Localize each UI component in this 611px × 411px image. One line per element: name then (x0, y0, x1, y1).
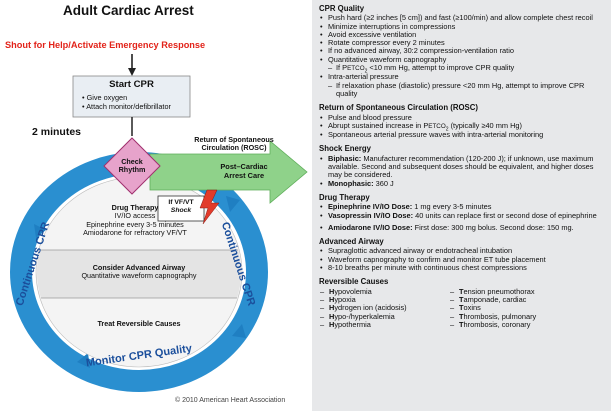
list-item: Hydrogen ion (acidosis) (319, 304, 449, 313)
list-item: Minimize interruptions in compressions (319, 22, 605, 31)
start-cpr-item: • Give oxygen (82, 93, 128, 102)
drug-therapy-line: Epinephrine every 3-5 minutes (86, 219, 184, 229)
arterial-list: Intra-arterial pressure (319, 73, 605, 82)
start-cpr-title: Start CPR (109, 79, 154, 90)
two-minutes-label: 2 minutes (32, 126, 82, 138)
shock-box (157, 195, 205, 222)
ring-arrow-bottom (77, 353, 90, 368)
list-item: Amiodarone IV/IO Dose: First dose: 300 m… (319, 223, 605, 232)
lightning-bolt-icon (199, 189, 220, 225)
drug-therapy-list: Epinephrine IV/IO Dose: 1 mg every 3-5 m… (319, 203, 605, 233)
cpr-quality-title: CPR Quality (319, 4, 365, 13)
treat-reversible-causes: Treat Reversible Causes (97, 319, 181, 328)
list-item: Hypoxia (319, 295, 449, 304)
rosc-list: Pulse and blood pressure Abrupt sustaine… (319, 113, 605, 140)
list-item: Hypothermia (319, 320, 449, 329)
list-item: Thrombosis, pulmonary (449, 312, 536, 321)
shout-for-help-label: Shout for Help/Activate Emergency Respon… (5, 40, 206, 50)
list-item: Spontaneous arterial pressure waves with… (319, 130, 605, 139)
list-item: 8-10 breaths per minute with continuous … (319, 263, 605, 272)
list-item: Tamponade, cardiac (449, 295, 536, 304)
diagram-graphics (10, 54, 308, 392)
drug-therapy-panel-title: Drug Therapy (319, 192, 370, 202)
list-item: Pulse and blood pressure (319, 113, 605, 122)
start-cpr-items: • Give oxygen • Attach monitor/defibrill… (82, 93, 171, 111)
advanced-airway-line: Quantitative waveform capnography (81, 271, 197, 281)
diagram-title: Adult Cardiac Arrest (63, 3, 194, 18)
reversible-causes-h-list: Hypovolemia Hypoxia Hydrogen ion (acidos… (319, 287, 449, 329)
advanced-airway-list: Supraglottic advanced airway or endotrac… (319, 247, 605, 273)
list-item: Waveform capnography to confirm and moni… (319, 255, 605, 264)
start-cpr-box (72, 75, 191, 118)
reference-panel: CPR Quality Push hard (≥2 inches [5 cm])… (312, 0, 611, 411)
advanced-airway-panel-title: Advanced Airway (319, 237, 384, 247)
rosc-title: Return of Spontaneous Circulation (ROSC) (319, 103, 478, 113)
list-item: If relaxation phase (diastolic) pressure… (328, 81, 605, 99)
start-cpr-item: • Attach monitor/defibrillator (82, 102, 171, 111)
list-item: Quantitative waveform capnography (319, 55, 605, 64)
drug-therapy-line: Amiodarone for refractory VF/VT (83, 228, 187, 238)
reversible-causes-columns: Hypovolemia Hypoxia Hydrogen ion (acidos… (319, 287, 605, 329)
cpr-quality-list: Push hard (≥2 inches [5 cm]) and fast (≥… (319, 13, 605, 64)
arterial-sublist: If relaxation phase (diastolic) pressure… (319, 81, 605, 99)
algorithm-diagram: Adult Cardiac Arrest Shout for Help/Acti… (5, 3, 308, 404)
reversible-causes-title: Reversible Causes (319, 277, 389, 287)
shock-energy-list: Biphasic: Manufacturer recommendation (1… (319, 154, 605, 188)
list-item: Hypo-/hyperkalemia (319, 312, 449, 321)
list-item: Avoid excessive ventilation (319, 30, 605, 39)
ring-arrow-right (226, 196, 240, 212)
list-item: Vasopressin IV/IO Dose: 40 units can rep… (319, 211, 605, 220)
advanced-airway-block: Consider Advanced Airway Quantitative wa… (55, 263, 223, 281)
copyright-text: © 2010 American Heart Association (175, 397, 286, 404)
list-item: Rotate compressor every 2 minutes (319, 38, 605, 47)
check-rhythm-diamond (103, 137, 161, 195)
list-item: Epinephrine IV/IO Dose: 1 mg every 3-5 m… (319, 203, 605, 212)
drug-therapy-title: Drug Therapy (111, 203, 159, 212)
shock-energy-title: Shock Energy (319, 144, 371, 154)
drug-therapy-line: IV/IO access (114, 211, 156, 221)
list-item: Biphasic: Manufacturer recommendation (1… (319, 154, 605, 180)
list-item: Push hard (≥2 inches [5 cm]) and fast (≥… (319, 13, 605, 22)
list-item: Intra-arterial pressure (319, 73, 605, 82)
list-item: Monophasic: 360 J (319, 179, 605, 188)
advanced-airway-title: Consider Advanced Airway (92, 263, 186, 272)
list-item: Hypovolemia (319, 287, 449, 296)
list-item: If no advanced airway, 30:2 compression-… (319, 47, 605, 56)
reversible-causes-t-list: Tension pneumothorax Tamponade, cardiac … (449, 287, 536, 329)
list-item: Toxins (449, 304, 536, 313)
list-item: Tension pneumothorax (449, 287, 536, 296)
ring-arrow-left (34, 224, 46, 238)
rosc-arrow (149, 140, 308, 204)
drug-therapy-block: Drug Therapy IV/IO access Epinephrine ev… (60, 203, 210, 238)
list-item: Thrombosis, coronary (449, 320, 536, 329)
list-item: Supraglottic advanced airway or endotrac… (319, 247, 605, 256)
ring-arrow-lower-right (232, 324, 246, 338)
